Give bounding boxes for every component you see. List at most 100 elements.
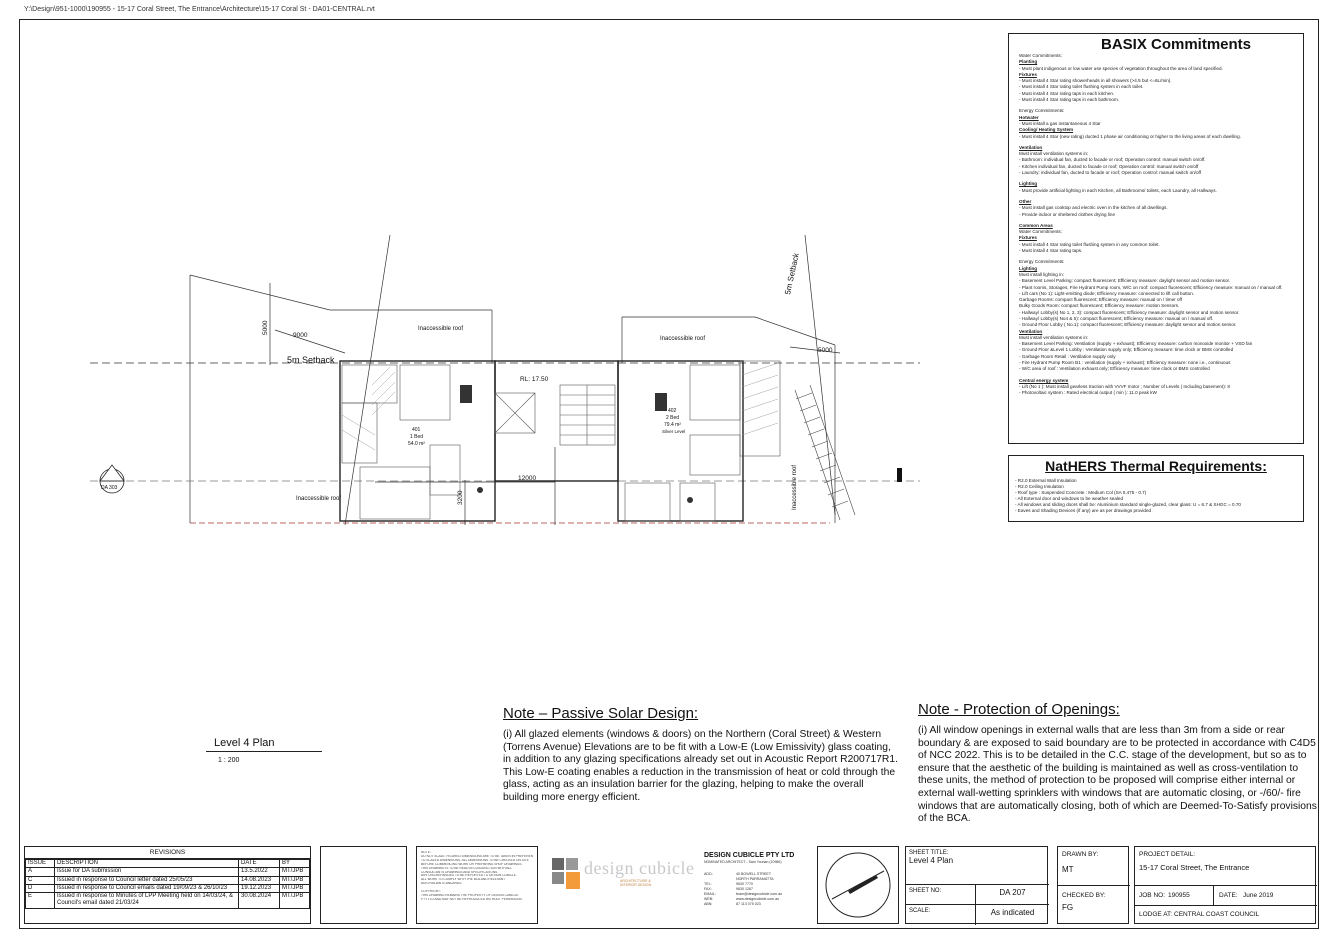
firm-contact-value: 40 BOWELL STREET [736, 872, 772, 876]
revision-cell: MT/JPB [279, 867, 310, 877]
revision-cell: MT/JPB [279, 875, 310, 885]
basix-title: BASIX Commitments [1100, 36, 1252, 53]
basix-line: - Must install 4 Star rating showerheads… [1019, 78, 1172, 84]
basix-line: - Hallway/ Lobby(s) No 1, 2, 3): compact… [1019, 309, 1240, 315]
basix-line: - Lift (No 1 ): Must install gearless tr… [1019, 383, 1230, 389]
basix-line: Must install lighting in: [1019, 271, 1064, 277]
logo-mark [552, 858, 564, 870]
revision-cell: 13.5.2022 [238, 867, 280, 877]
rev-header-issue: ISSUE [25, 858, 55, 869]
note-passive-solar-title: Note – Passive Solar Design: [503, 705, 699, 722]
nathers-line: - Eaves and Shading Devices (if any) are… [1015, 508, 1152, 514]
revision-cell: 19.12.2023 [238, 883, 280, 894]
basix-line: - Fire Hydrant Pump Room B1 : ventilatio… [1019, 360, 1231, 366]
checked-by: FG [1062, 903, 1074, 912]
firm-contact-value: www.designcubicle.com.au [736, 897, 780, 901]
date-label: DATE: [1219, 892, 1238, 899]
firm-contact-row: WEB:www.designcubicle.com.au [704, 897, 807, 902]
basix-line: Water Commitments: [1019, 229, 1062, 235]
revision-cell: Issue for DA submission [54, 867, 239, 877]
project-label: PROJECT DETAIL: [1139, 851, 1196, 858]
revision-cell: Issued in response to Minutes of LPP Mee… [54, 892, 239, 909]
basix-line: - Lift cars (No 1): Light-emitting diode… [1019, 290, 1195, 296]
firm-contact-row: NORTH PARRAMATTA [704, 877, 807, 882]
basix-panel: BASIX Commitments Water Commitments:Plan… [1008, 33, 1304, 444]
firm-contact-value: 9630 1267 [736, 887, 753, 891]
basix-line: Water Commitments: [1019, 53, 1062, 58]
floor-plan: 5m Setback 5m Setback Inaccessible roof … [90, 235, 920, 526]
basix-line: - Must install a gas instantaneous 4 Sta… [1019, 120, 1101, 126]
scale-label: SCALE: [909, 908, 931, 914]
basix-line: Common Areas [1019, 222, 1053, 228]
basix-line: - Laundry: individual fan, ducted to fac… [1019, 170, 1201, 176]
north-arrow-icon [825, 852, 891, 918]
basix-line: - W/C area of roof : Ventilation exhaust… [1019, 366, 1210, 372]
nathers-title: NatHERS Thermal Requirements: [1045, 458, 1267, 474]
unit-402-level: Silver Level [662, 429, 685, 434]
unit-401-beds: 1 Bed [410, 434, 423, 440]
basix-line: - Must install 4 Star rating taps in eac… [1019, 90, 1115, 96]
firm-contact-label: TEL: [704, 882, 712, 886]
firm-contact-label: EMAIL: [704, 892, 716, 896]
revisions-title: REVISIONS [25, 847, 310, 859]
nathers-panel: NatHERS Thermal Requirements: - R2.0 Ext… [1008, 455, 1304, 522]
nathers-line: - All External door and windows to be we… [1015, 496, 1124, 502]
firm-architect: NOMINATED ARCHITECT - Sam Younan (10986) [704, 860, 782, 864]
sheet-no-label: SHEET NO: [909, 888, 942, 894]
title-block-blank [320, 846, 407, 924]
basix-line: Must install ventilation systems in: [1019, 334, 1089, 340]
logo-mark-3 [552, 872, 564, 884]
nathers-line: - R2.0 External Wall Insulation [1015, 478, 1077, 483]
basix-line: - Must plant indigenous or low water use… [1019, 65, 1223, 71]
nathers-lines: - R2.0 External Wall Insulation- R2.0 Ce… [1015, 478, 1297, 515]
lodge-label: LODGE AT: [1139, 911, 1173, 918]
revision-cell: 30.08.2024 [238, 892, 280, 909]
section-tag: DA 303 [101, 485, 118, 491]
basix-line: Ventilation [1019, 144, 1043, 150]
firm-contact-value: 87 113 075 023 [736, 902, 761, 906]
basix-line: - Basement Level Parking: Ventilation (s… [1019, 341, 1253, 347]
basix-line: Must install ventilation systems in: [1019, 151, 1089, 157]
firm-contact-label: ADD: [704, 872, 713, 876]
firm-contact-row: EMAIL: team@designcubicle.com.au [704, 892, 807, 897]
revision-cell: C [25, 875, 55, 885]
note-passive-solar-body: (i) All glazed elements (windows & doors… [503, 729, 898, 803]
rev-header-description: DESCRIPTION [54, 858, 239, 869]
project-divider-1 [1135, 885, 1317, 886]
dim-5000-left: 5000 [262, 320, 269, 335]
firm-contact-row: TEL:9630 7770 [704, 882, 807, 887]
basix-line: - Garbage Room Retail : Ventilation supp… [1019, 353, 1116, 359]
revision-cell: Issued in response to Council letter dat… [54, 875, 239, 885]
basix-lines: Water Commitments:Planting- Must plant i… [1019, 53, 1293, 397]
revision-cell: A [25, 867, 55, 877]
note-protection-openings: Note - Protection of Openings: (i) All w… [918, 701, 1318, 826]
dim-12000: 12000 [518, 475, 536, 482]
unit-401-number: 401 [412, 427, 421, 433]
note-passive-solar: Note – Passive Solar Design: (i) All gla… [503, 705, 898, 805]
sheet-title: Level 4 Plan [909, 856, 954, 865]
inaccessible-roof-1: Inaccessible roof [418, 326, 463, 332]
basix-line: - Plant rooms, Storages, Fire Hydrant Pu… [1019, 284, 1283, 290]
unit-402-number: 402 [668, 408, 677, 414]
firm-contact-row: ADD: 40 BOWELL STREET [704, 872, 807, 877]
firm-contact-label: ABN: [704, 902, 713, 906]
basix-line: Central energy system [1019, 377, 1069, 383]
sheet-scale: As indicated [990, 908, 1035, 917]
revision-cell: Issued in response to Council emails dat… [54, 883, 239, 894]
basix-line: Energy Commitments: [1019, 108, 1065, 114]
basix-line: - Ground Floor Lobby ( No.1): compact fl… [1019, 322, 1237, 328]
basix-line: - Kitchen individual fan, ducted to faca… [1019, 163, 1199, 169]
firm-contact-value: team@designcubicle.com.au [736, 892, 783, 896]
inaccessible-roof-4: Inaccessible roof [792, 465, 798, 510]
checked-by-label: CHECKED BY: [1062, 892, 1106, 899]
basix-line: Lighting [1019, 265, 1038, 271]
firm-name: DESIGN CUBICLE PTY LTD [704, 852, 795, 859]
basix-line: - Must install 4 Star rating toilet flus… [1019, 84, 1144, 90]
project-detail: 15-17 Coral Street, The Entrance [1139, 863, 1250, 872]
north-point-block [817, 846, 899, 924]
revision-cell: MT/JPB [279, 892, 310, 909]
firm-contact-label: FAX: [704, 887, 712, 891]
